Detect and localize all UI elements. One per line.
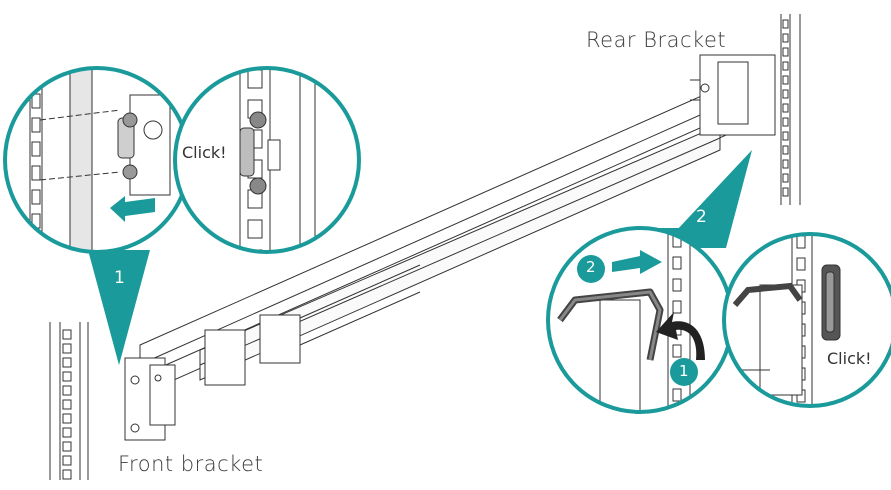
rack-hole	[672, 410, 682, 412]
rack-hole	[247, 219, 263, 239]
rack-hole	[782, 131, 789, 141]
detail-front-rack	[3, 66, 191, 276]
step-badge-1-number: 1	[679, 362, 689, 380]
detail-front-click	[173, 66, 361, 254]
rear-bracket-label: Rear Bracket	[586, 28, 727, 52]
rack-hole	[782, 47, 789, 57]
rack-hole	[31, 237, 41, 252]
rack-hole	[782, 145, 789, 155]
slide-rail	[124, 54, 776, 441]
rack-hole	[782, 19, 789, 29]
rack-hole	[62, 357, 72, 368]
rack-hole	[62, 385, 72, 396]
rack-hole	[62, 469, 72, 480]
detail-rear-push	[546, 226, 734, 414]
rack-hole	[672, 388, 682, 402]
rack-hole	[62, 413, 72, 424]
rack-hole	[32, 262, 40, 276]
rack-hole	[31, 117, 41, 133]
rack-hole	[62, 441, 72, 452]
rack-hole	[782, 173, 789, 183]
curved-arrow-icon	[656, 312, 705, 360]
step-number-rear: 2	[696, 207, 707, 227]
step-badge-2	[577, 255, 605, 283]
click-label-front: Click!	[181, 143, 228, 162]
rack-hole	[62, 427, 72, 438]
arrow-right-icon	[612, 250, 662, 274]
rack-hole	[782, 33, 789, 43]
front-rack-post	[49, 322, 89, 480]
rack-hole	[782, 61, 789, 71]
step-badge-2-number: 2	[586, 258, 596, 276]
rack-hole	[782, 159, 789, 169]
rack-hole	[31, 165, 41, 181]
step-number-front: 1	[114, 268, 125, 288]
detail-rear-click	[722, 232, 891, 424]
rack-hole	[782, 75, 789, 85]
rack-hole	[31, 69, 41, 85]
rack-hole	[672, 300, 682, 314]
rack-hole	[672, 344, 682, 358]
rack-hole	[796, 257, 806, 271]
rack-hole	[62, 455, 72, 466]
front-bracket-label: Front bracket	[118, 452, 264, 476]
rack-hole	[62, 329, 72, 340]
step-badge-1	[670, 358, 698, 386]
rack-hole	[782, 117, 789, 127]
click-label-rear: Click!	[826, 349, 873, 368]
rack-hole	[782, 103, 789, 113]
rack-hole	[782, 187, 789, 197]
rear-rack-post	[780, 14, 801, 205]
rack-hole	[31, 189, 41, 205]
rack-hole	[31, 93, 41, 109]
rack-hole	[797, 412, 805, 424]
arrow-left-icon	[110, 196, 155, 222]
rack-hole	[672, 278, 682, 292]
rack-hole	[62, 371, 72, 382]
rack-hole	[782, 89, 789, 99]
rack-hole	[62, 343, 72, 354]
rack-hole	[62, 399, 72, 410]
callout-front	[88, 250, 150, 365]
rack-hole	[672, 256, 682, 270]
rack-hole	[31, 141, 41, 157]
